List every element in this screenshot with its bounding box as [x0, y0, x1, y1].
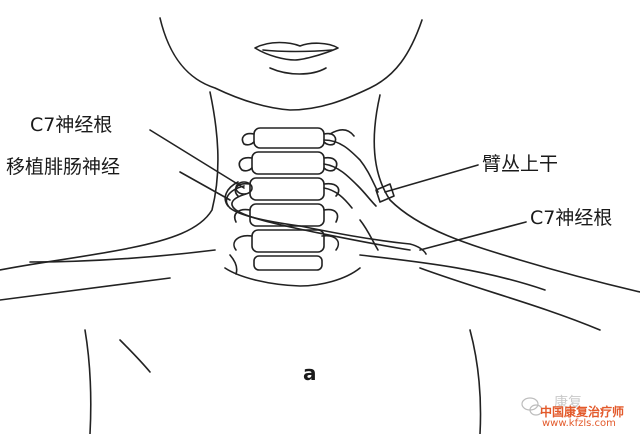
leader-c7-left	[149, 129, 245, 189]
graft-nerve	[225, 185, 427, 255]
leader-graft	[179, 171, 231, 201]
clavicle-right	[359, 254, 546, 291]
neck-right	[373, 94, 640, 293]
label-upper-trunk: 臂丛上干	[482, 153, 559, 175]
watermark-text: 康复	[554, 395, 582, 411]
neck-left	[0, 91, 219, 271]
clavicle-left	[29, 249, 216, 263]
watermark: 康复 中国康复治疗师 www.kfzls.com	[520, 390, 638, 432]
jaw-outline	[159, 17, 423, 111]
watermark-url: www.kfzls.com	[542, 418, 616, 429]
mouth-outline	[254, 41, 339, 61]
leader-upper-trunk	[384, 164, 479, 193]
label-c7-root-left: C7神经根	[30, 114, 113, 136]
label-graft-sural-nerve: 移植腓肠神经	[6, 156, 121, 178]
panel-letter: a	[303, 361, 317, 385]
leader-c7-right	[419, 221, 527, 251]
label-c7-root-right: C7神经根	[530, 207, 613, 229]
watermark-org: 中国康复治疗师	[540, 405, 625, 419]
wechat-icon	[521, 397, 543, 416]
